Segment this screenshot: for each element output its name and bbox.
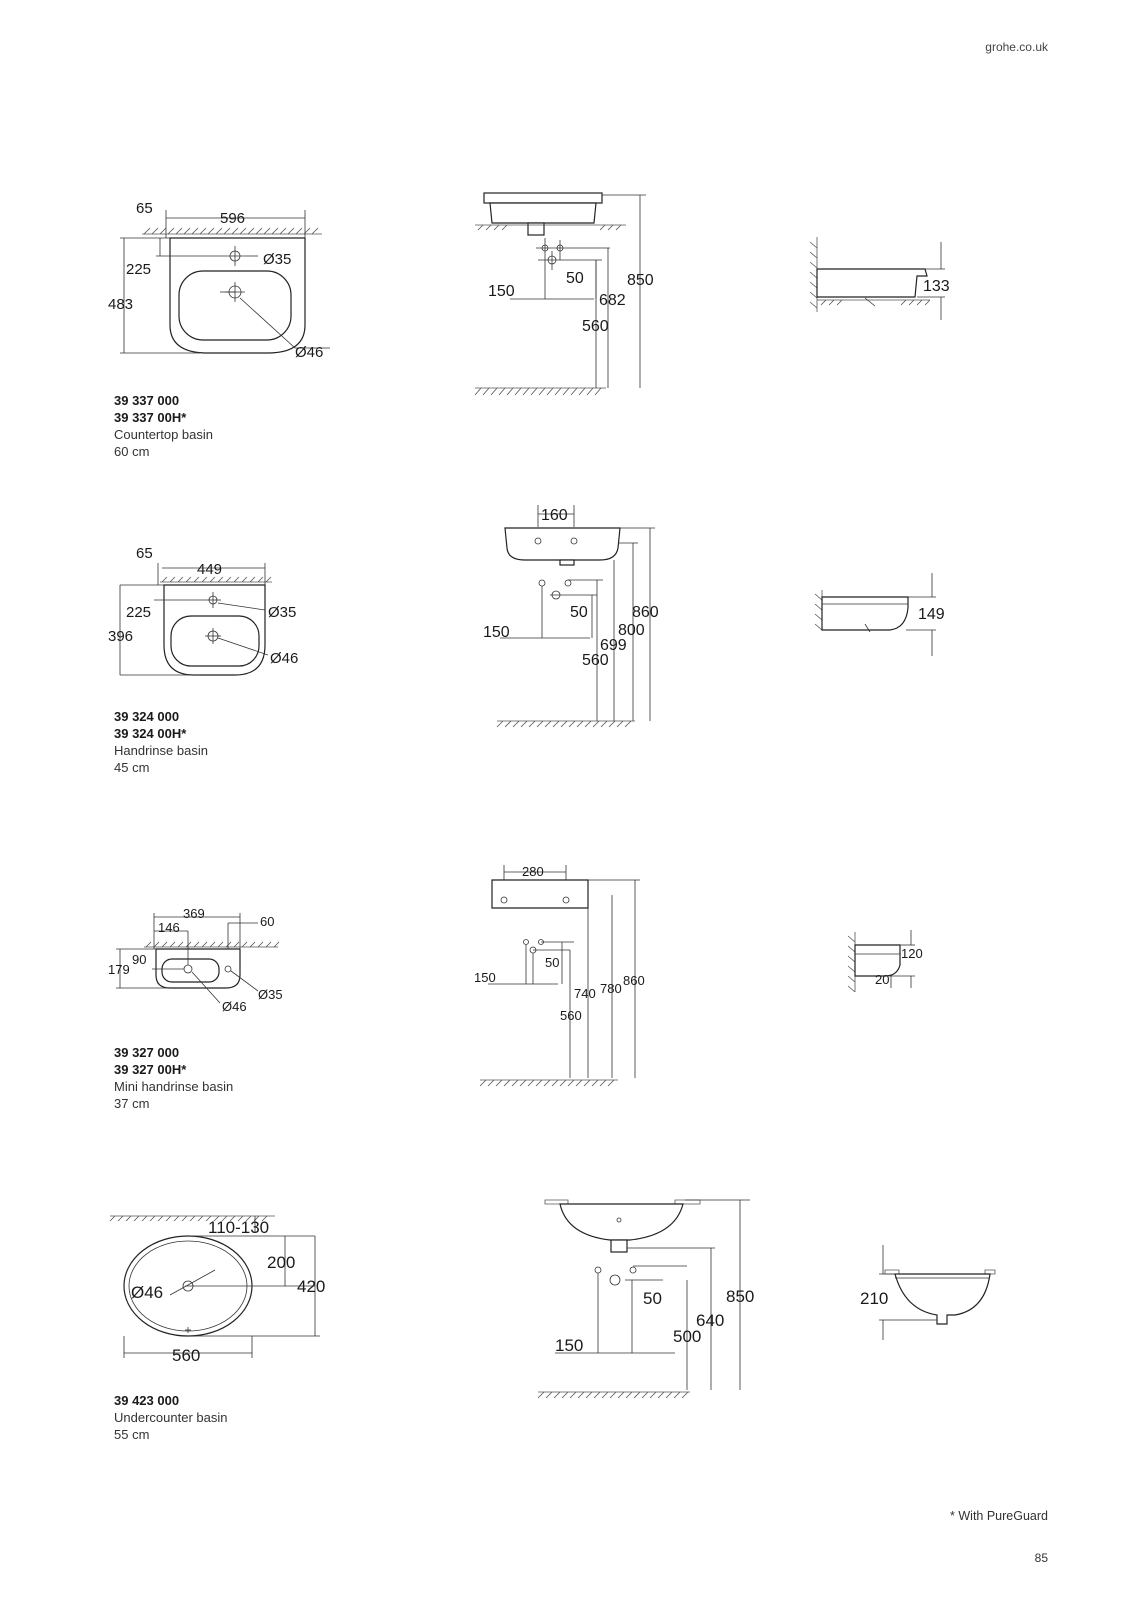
dim-height: 149 [918,606,945,623]
product-caption: 39 423 000 Undercounter basin 55 cm [114,1392,227,1443]
dim-tap-to-wall: 225 [126,604,151,621]
dim-offset: 65 [136,200,153,217]
dim-rim-height: 860 [623,973,645,988]
dim-waste: Ø46 [131,1283,163,1302]
dim-trap-offset: 150 [474,970,496,985]
dim-trap-height: 560 [582,652,609,669]
dim-fixing: 280 [522,864,544,879]
dim-rim-height: 860 [632,604,659,621]
dim-depth: 483 [108,296,133,313]
plan-view-undercounter-basin: 110-130 200 420 Ø46 560 [109,1215,325,1365]
dim-waste: Ø46 [270,650,298,667]
dim-tap-hole: Ø35 [263,251,291,268]
dim-depth: 420 [297,1277,325,1296]
dim-offset: 20 [875,972,889,987]
dim-trap-offset: 150 [488,283,515,300]
dim-tap-hole: Ø35 [258,987,283,1002]
dim-tap-hole: Ø35 [268,604,296,621]
dim-base-height: 800 [618,622,645,639]
dim-waste-height: 640 [696,1311,724,1330]
dim-offset: 65 [136,545,153,562]
dim-waste-height: 699 [600,637,627,654]
product-size: 45 cm [114,760,150,775]
dim-waste-height: 740 [574,986,596,1001]
dim-trap-height: 560 [582,318,609,335]
pureguard-footnote: * With PureGuard [950,1509,1048,1523]
front-view-undercounter-basin: 150 50 850 640 500 [537,1199,754,1399]
dim-trap-height: 560 [560,1008,582,1023]
front-view-countertop-basin: 150 50 850 682 560 [474,192,654,396]
dim-width: 560 [172,1346,200,1365]
product-name: Undercounter basin [114,1410,228,1425]
dim-rim-height: 850 [627,272,654,289]
article-number: 39 423 000 [114,1393,180,1408]
side-view-handrinse-basin: 149 [814,573,945,656]
article-number: 39 327 000 [114,1045,180,1060]
product-name: Mini handrinse basin [114,1079,234,1094]
dim-fixing: 160 [541,507,568,524]
dim-trap-height: 500 [673,1327,701,1346]
side-view-countertop-basin: 133 [809,237,950,320]
product-size: 37 cm [114,1096,150,1111]
article-number: 39 327 00H* [114,1062,187,1077]
plan-view-countertop-basin: 65 596 225 483 Ø35 Ø46 [108,200,330,361]
dim-waste-height: 682 [599,292,626,309]
dim-trap-drop: 50 [570,604,588,621]
dim-tap-to-wall: 225 [126,261,151,278]
dim-height: 133 [923,278,950,295]
article-number: 39 324 000 [114,709,180,724]
side-view-mini-handrinse-basin: 120 20 [847,930,923,993]
dim-depth: 179 [108,962,130,977]
product-caption: 39 324 000 39 324 00H* Handrinse basin 4… [114,708,208,776]
product-name: Handrinse basin [114,743,208,758]
dim-height: 120 [901,946,923,961]
product-name: Countertop basin [114,427,214,442]
front-view-mini-handrinse-basin: 280 150 50 740 780 860 560 [474,864,645,1087]
dim-trap-offset: 150 [555,1336,583,1355]
dim-waste: Ø46 [295,344,323,361]
side-view-undercounter-basin: 210 [860,1245,996,1340]
dim-width: 369 [183,906,205,921]
dim-tap-to-centre: 200 [267,1253,295,1272]
plan-view-mini-handrinse-basin: 369 146 60 90 179 Ø35 Ø46 [108,906,283,1014]
dim-trap-drop: 50 [566,270,584,287]
dim-counter: 110-130 [208,1218,269,1237]
dim-height: 210 [860,1289,888,1308]
dim-wall-offset: 60 [260,914,274,929]
article-number: 39 324 00H* [114,726,187,741]
dim-base-height: 780 [600,981,622,996]
dim-rim-height: 850 [726,1287,754,1306]
product-size: 55 cm [114,1427,150,1442]
front-view-handrinse-basin: 160 150 50 860 800 699 560 [483,505,659,728]
article-number: 39 337 000 [114,393,180,408]
dim-tap-to-wall: 90 [132,952,146,967]
page-number: 85 [1034,1551,1048,1565]
article-number: 39 337 00H* [114,410,187,425]
dim-waste: Ø46 [222,999,247,1014]
dim-width: 596 [220,210,245,227]
product-size: 60 cm [114,444,150,459]
plan-view-handrinse-basin: 65 449 225 396 Ø35 Ø46 [108,545,298,676]
site-url[interactable]: grohe.co.uk [985,40,1048,54]
dim-width: 449 [197,561,222,578]
dim-waste-offset: 146 [158,920,180,935]
dim-depth: 396 [108,628,133,645]
dim-trap-drop: 50 [545,955,559,970]
product-caption: 39 327 000 39 327 00H* Mini handrinse ba… [114,1044,233,1112]
dim-trap-drop: 50 [643,1289,662,1308]
dim-trap-offset: 150 [483,624,510,641]
product-caption: 39 337 000 39 337 00H* Countertop basin … [114,392,213,460]
